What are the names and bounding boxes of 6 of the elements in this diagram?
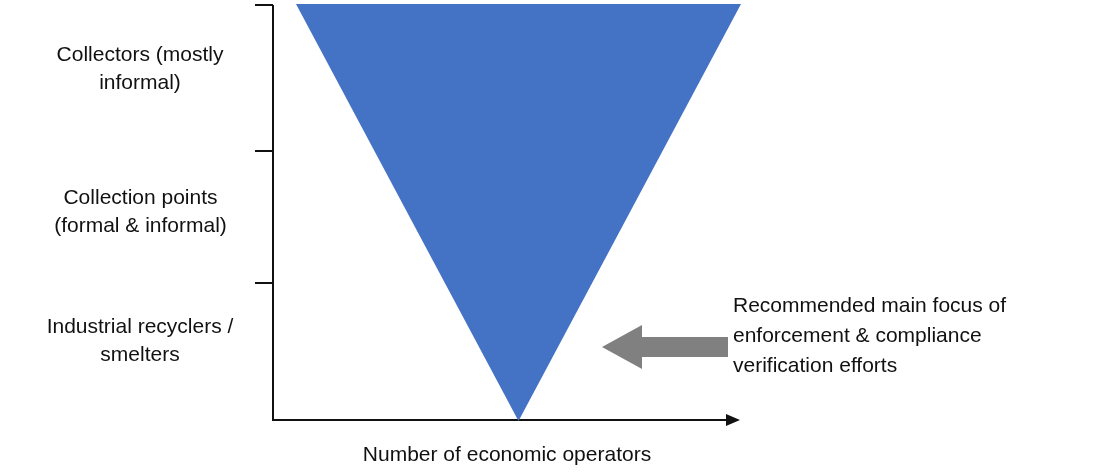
axis-label: Number of economic operators — [361, 441, 653, 467]
note-text: Recommended main focus of enforcement & compliance verification efforts — [733, 290, 1078, 380]
tier-label: Collectors (mostly informal) — [55, 41, 225, 95]
tier-label: Collection points (formal & informal) — [53, 184, 228, 238]
arrow — [602, 325, 728, 369]
tier-label: Industrial recyclers / smelters — [45, 313, 235, 367]
